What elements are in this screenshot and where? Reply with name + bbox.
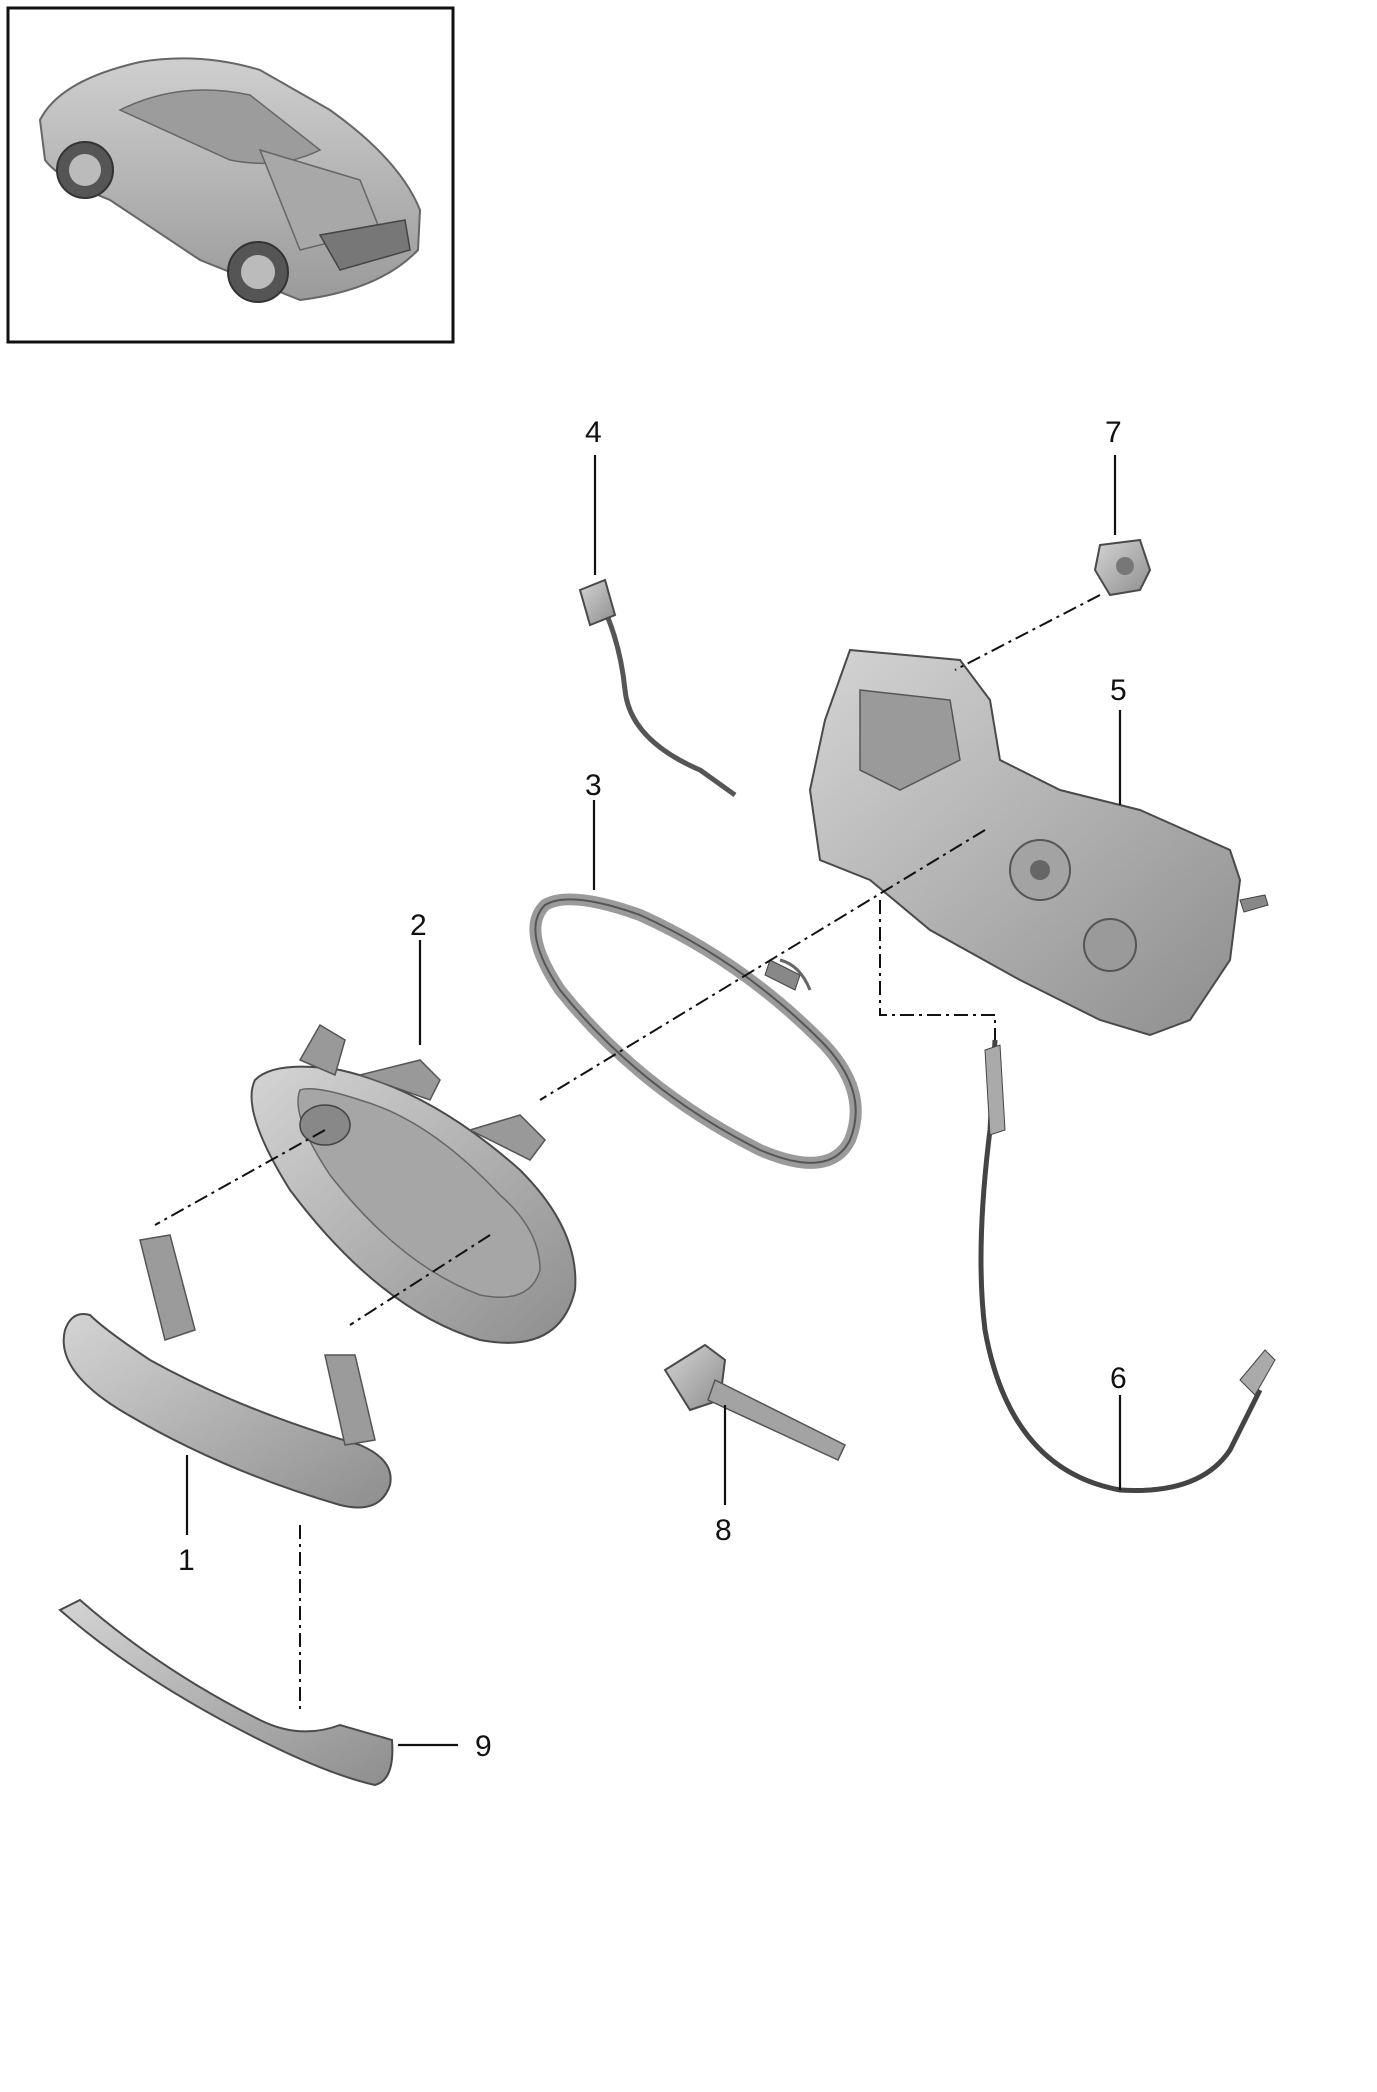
callout-9: 9 — [475, 1730, 492, 1763]
part-9-trim — [58, 1598, 394, 1787]
vehicle-inset — [6, 6, 455, 344]
part-6-cable — [978, 1039, 1276, 1493]
part-7-grommet — [1093, 538, 1152, 597]
car-illustration — [38, 57, 422, 303]
part-8-key — [663, 1343, 846, 1461]
part-2-housing — [250, 1023, 577, 1344]
callout-1: 1 — [178, 1544, 195, 1577]
callout-8: 8 — [715, 1514, 732, 1547]
callout-7: 7 — [1105, 416, 1122, 449]
assembly-lines — [154, 594, 1101, 1710]
part-5-carrier — [808, 648, 1269, 1037]
part-1-handle — [62, 1234, 392, 1509]
part-4-wire — [578, 578, 737, 798]
callout-6: 6 — [1110, 1362, 1127, 1395]
part-3-seal — [529, 893, 862, 1169]
callout-labels: 4 7 5 3 2 6 1 8 9 — [178, 416, 1127, 1763]
callout-2: 2 — [410, 909, 427, 942]
leader-lines — [185, 455, 1122, 1747]
callout-5: 5 — [1110, 674, 1127, 707]
callout-4: 4 — [585, 416, 602, 449]
callout-3: 3 — [585, 769, 602, 802]
